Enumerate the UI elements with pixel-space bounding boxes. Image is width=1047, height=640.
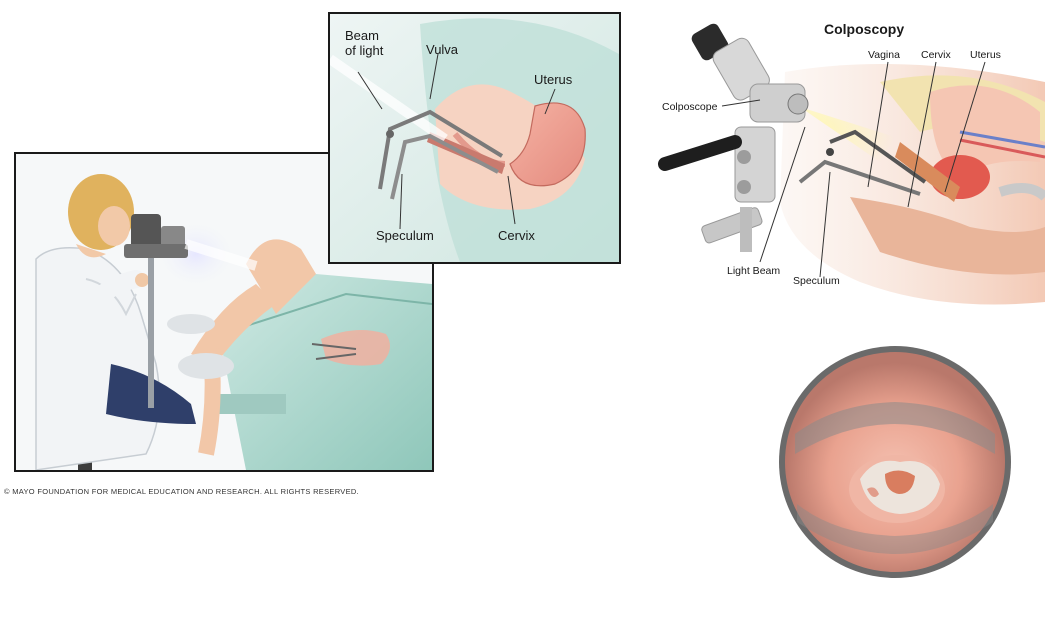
- vagina-shape: [895, 142, 960, 202]
- inset-label-uterus: Uterus: [534, 72, 573, 87]
- patient-sock-2: [178, 353, 234, 379]
- cervix-view-circle: [775, 344, 1015, 584]
- patient-leg-lower: [191, 284, 276, 364]
- leader-colposcope: [721, 99, 761, 107]
- light-beam: [184, 239, 258, 271]
- pelvic-view-small: [321, 330, 390, 366]
- inset-label-beam-1: Beam: [345, 28, 379, 43]
- cervical-os: [885, 470, 915, 494]
- copyright-notice: © MAYO FOUNDATION FOR MEDICAL EDUCATION …: [4, 487, 359, 496]
- leader-speculum: [399, 173, 403, 230]
- rectum-area: [850, 197, 1045, 275]
- label-vagina: Vagina: [868, 49, 900, 61]
- speculum-blade-top: [795, 402, 995, 454]
- inset-label-beam-2: of light: [345, 43, 384, 58]
- speculum: [378, 109, 504, 190]
- leader-cervix-right: [907, 61, 937, 208]
- inset-label-vulva: Vulva: [426, 42, 459, 57]
- speculum-right: [829, 129, 927, 184]
- colposcope-device: [658, 23, 809, 252]
- cervix-view-illustration: [779, 346, 1011, 578]
- diagram-title: Colposcopy: [824, 21, 904, 37]
- colposcopy-diagram: Colposcopy Vagina Cervix Uterus Colposco…: [658, 21, 1047, 305]
- inset-label-cervix: Cervix: [498, 228, 535, 243]
- leader-light-beam: [759, 126, 806, 263]
- abdominal-organs: [930, 85, 1040, 177]
- label-light-beam: Light Beam: [727, 265, 780, 277]
- doctor-face: [98, 206, 130, 246]
- leader-vagina: [867, 61, 889, 188]
- colposcope-stand: [148, 258, 154, 408]
- leader-vulva: [429, 53, 439, 100]
- inset-anatomy-illustration: Beam of light Vulva Uterus Speculum Cerv…: [330, 14, 619, 262]
- leader-uterus: [544, 88, 556, 115]
- uterus: [509, 102, 586, 187]
- leader-cervix: [507, 175, 516, 225]
- drape: [216, 274, 432, 470]
- label-uterus-right: Uterus: [970, 49, 1001, 61]
- colposcope-head: [131, 214, 161, 250]
- exam-scene-illustration: [16, 154, 432, 470]
- patient-sock-1: [167, 314, 215, 334]
- inset-anatomy-panel: Beam of light Vulva Uterus Speculum Cerv…: [328, 12, 621, 264]
- exam-table: [216, 394, 286, 414]
- patient-leg-upper: [246, 239, 316, 314]
- leader-beam: [357, 71, 383, 110]
- inset-label-speculum: Speculum: [376, 228, 434, 243]
- label-cervix-right: Cervix: [921, 49, 952, 61]
- inset-light-beam: [330, 54, 448, 144]
- speculum-small: [311, 343, 357, 360]
- speculum-blade-bottom: [797, 504, 993, 554]
- leader-speculum-right: [819, 171, 831, 278]
- label-speculum-right: Speculum: [793, 275, 840, 287]
- label-colposcope: Colposcope: [662, 101, 718, 113]
- colposcopy-cross-section: Colposcopy Vagina Cervix Uterus Colposco…: [640, 12, 1047, 312]
- leader-uterus-right: [944, 61, 986, 193]
